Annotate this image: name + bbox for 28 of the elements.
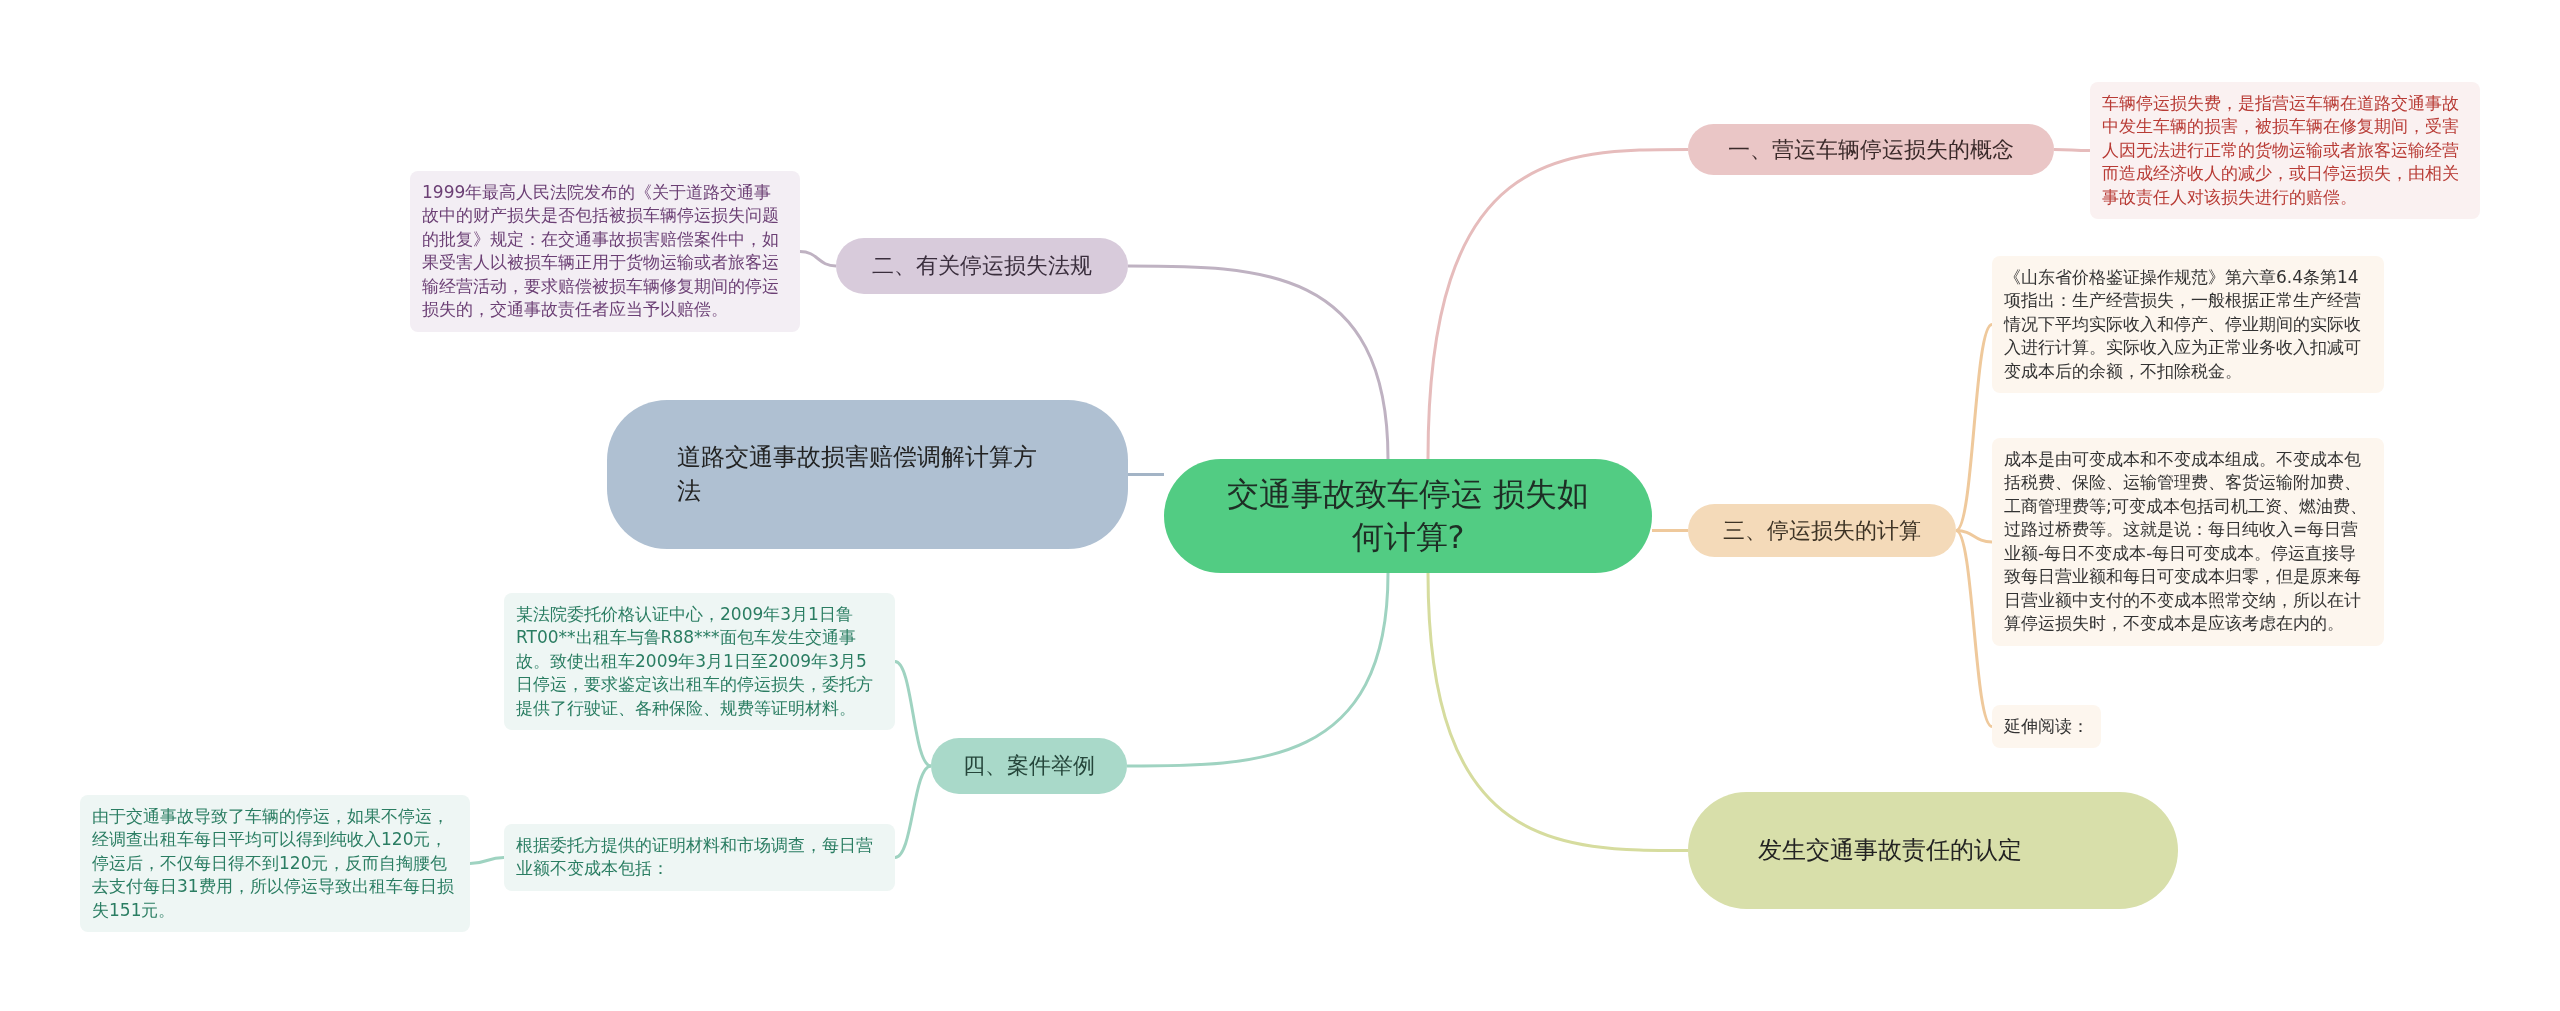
connector-curve <box>894 764 932 859</box>
connector-curve <box>894 660 932 768</box>
topic-pill: 四、案件举例 <box>931 738 1127 794</box>
note-card: 车辆停运损失费，是指营运车辆在道路交通事故中发生车辆的损害，被损车辆在修复期间，受害人因无法进行正常的货物运输或者旅客运输经营而造成经济收人的减少，或日停运损失，由相关事故责任人对该损失进行的赔偿。 <box>2090 82 2480 220</box>
connector-curve <box>2054 148 2090 152</box>
topic-pill: 三、停运损失的计算 <box>1688 504 1956 557</box>
topic-pill: 二、有关停运损失法规 <box>836 238 1128 294</box>
connector-curve <box>1127 572 1390 768</box>
connector-curve <box>1652 529 1688 532</box>
connector-curve <box>1128 473 1164 476</box>
connector-curve <box>1426 148 1688 460</box>
note-card: 由于交通事故导致了车辆的停运，如果不停运，经调查出租车每日平均可以得到纯收入120元，停运后，不仅每日得不到120元，反而自掏腰包去支付每日31费用，所以停运导致出租车每日损失151元。 <box>80 795 470 933</box>
topic-pill: 发生交通事故责任的认定 <box>1688 792 2178 909</box>
note-card: 《山东省价格鉴证操作规范》第六章6.4条第14项指出：生产经营损失，一般根据正常生产经营情况下平均实际收入和停产、停业期间的实际收入进行计算。实际收入应为正常业务收入扣减可变成本后的余额，不扣除税金。 <box>1992 256 2384 394</box>
connector-curve <box>1954 323 1994 532</box>
note-card: 某法院委托价格认证中心，2009年3月1日鲁RT00**出租车与鲁R88***面包车发生交通事故。致使出租车2009年3月1日至2009年3月5日停运，要求鉴定该出租车的停运损失，委托方提供了行驶证、各种保险、规费等证明材料。 <box>504 593 895 731</box>
note-card: 成本是由可变成本和不变成本组成。不变成本包括税费、保险、运输管理费、客货运输附加费、工商管理费等;可变成本包括司机工资、燃油费、过路过桥费等。这就是说：每日纯收入=每日营业额-每日不变成本-每日可变成本。停运直接导致每日营业额和每日可变成本归零，但是原来每日营业额中支付的不变成本照常交纳，所以在计算停运损失时，不变成本是应该考虑在内的。 <box>1992 438 2384 646</box>
note-card: 延伸阅读： <box>1992 705 2101 749</box>
connector-curve <box>1426 572 1688 852</box>
note-card: 根据委托方提供的证明材料和市场调查，每日营业额不变成本包括： <box>504 824 895 891</box>
connector-curve <box>799 250 837 268</box>
central-topic-pill: 交通事故致车停运 损失如何计算? <box>1164 459 1652 573</box>
topic-pill: 道路交通事故损害赔偿调解计算方法 <box>607 400 1128 549</box>
connector-curve <box>1955 529 1993 728</box>
connector-curve <box>469 856 505 865</box>
note-card: 1999年最高人民法院发布的《关于道路交通事故中的财产损失是否包括被损车辆停运损失问题的批复》规定：在交通事故损害赔偿案件中，如果受害人以被损车辆正用于货物运输或者旅客运输经营活动，要求赔偿被损车辆修复期间的停运损失的，交通事故责任者应当予以赔偿。 <box>410 171 800 332</box>
topic-pill: 一、营运车辆停运损失的概念 <box>1688 124 2054 175</box>
connector-curve <box>1128 264 1390 460</box>
